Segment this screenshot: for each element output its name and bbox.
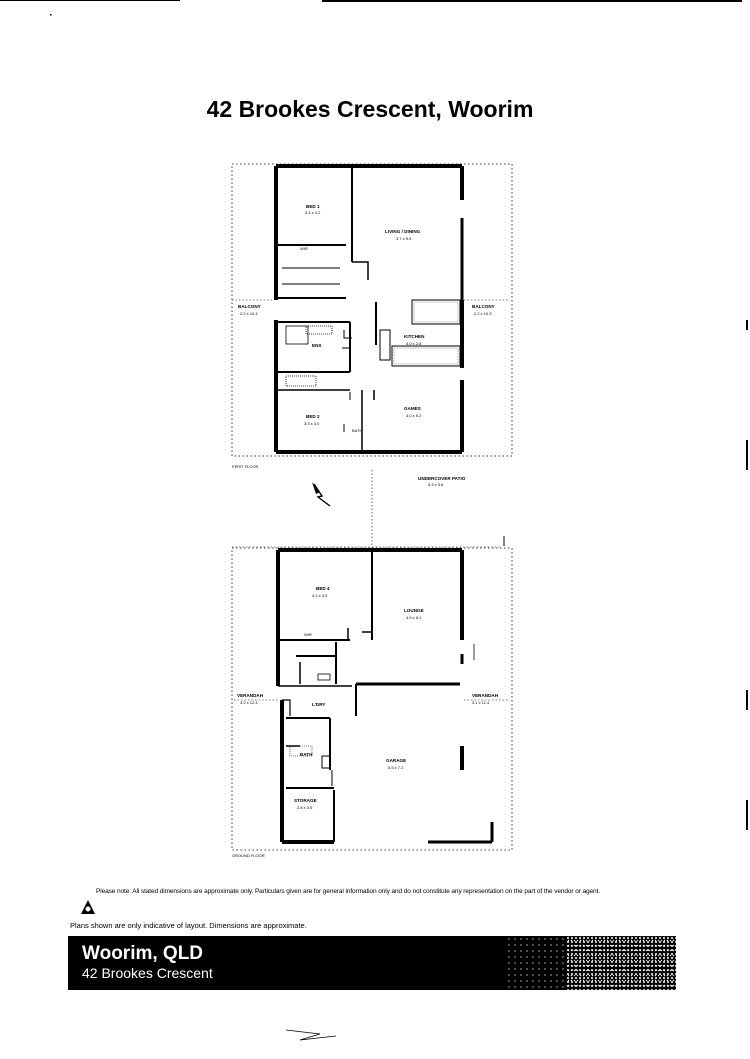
room-label: BATH — [300, 752, 313, 757]
room-label: VERANDAH — [472, 693, 499, 698]
room-size: 4.0 x 2.8 — [406, 341, 422, 346]
room-label: VERANDAH — [237, 693, 264, 698]
scan-artifacts — [50, 14, 748, 1041]
room-size: 3.7 x 5.9 — [396, 236, 412, 241]
room-size: 3.3 x 3.0 — [304, 421, 320, 426]
room-size: 4.3 x 3.8 — [428, 482, 444, 487]
room-size: 2.2 x 10.3 — [474, 311, 492, 316]
floor-label: GROUND FLOOR — [232, 853, 265, 858]
room-label: BED 4 — [316, 586, 330, 591]
agency-logo-icon — [81, 900, 95, 914]
patio-area — [232, 470, 505, 548]
room-size: 3.4 x 4.2 — [305, 210, 321, 215]
room-label: L'DRY — [312, 702, 325, 707]
room-size: 3.1 x 11.4 — [472, 700, 490, 705]
page-title: 42 Brookes Crescent, Woorim — [206, 96, 534, 122]
first-floor-labels: BED 1 3.4 x 4.2 LIVING / DINING 3.7 x 5.… — [232, 204, 495, 469]
north-arrow-icon — [312, 482, 331, 507]
ground-floor-labels: BED 4 4.2 x 3.9 LOUNGE 4.9 x 6.1 VERANDA… — [232, 586, 499, 858]
floor-label: FIRST FLOOR — [232, 464, 258, 469]
banner-dither — [506, 936, 566, 990]
suburb-heading: Woorim, QLD — [82, 943, 204, 964]
room-label: LOUNGE — [404, 608, 424, 613]
scan-edge-line — [322, 0, 742, 2]
room-size: 4.2 x 3.9 — [312, 593, 328, 598]
room-size: 2.8 x 3.5 — [297, 805, 313, 810]
scan-edge-line — [0, 0, 180, 1]
disclaimer-text: Please note: All stated dimensions are a… — [96, 888, 600, 895]
room-label: BATH — [352, 428, 362, 433]
room-label: LIVING / DINING — [385, 229, 421, 234]
room-size: 3.2 x 12.4 — [240, 700, 258, 705]
room-size: 5.5 x 7.2 — [388, 765, 404, 770]
room-label: GAMES — [404, 406, 421, 411]
room-label: WIR — [304, 632, 312, 637]
room-label: BALCONY — [238, 304, 261, 309]
street-address: 42 Brookes Crescent — [82, 965, 213, 981]
room-size: 4.0 x 5.2 — [406, 413, 422, 418]
room-label: ENS — [312, 343, 321, 348]
room-size: 4.9 x 6.1 — [406, 615, 422, 620]
ground-floor-plan — [231, 547, 513, 851]
room-label: GARAGE — [386, 758, 406, 763]
room-label: UNDERCOVER PATIO — [418, 476, 466, 481]
first-floor-plan — [231, 163, 513, 457]
room-label: BED 1 — [306, 204, 320, 209]
address-banner: Woorim, QLD 42 Brookes Crescent — [68, 936, 676, 990]
room-label: WIR — [300, 246, 308, 251]
room-label: BALCONY — [472, 304, 495, 309]
layout-disclaimer-text: Plans shown are only indicative of layou… — [70, 921, 307, 930]
banner-dither — [566, 936, 676, 990]
room-size: 2.2 x 10.4 — [240, 311, 258, 316]
room-label: KITCHEN — [404, 334, 425, 339]
room-label: STORAGE — [294, 798, 317, 803]
room-label: BED 2 — [306, 414, 320, 419]
